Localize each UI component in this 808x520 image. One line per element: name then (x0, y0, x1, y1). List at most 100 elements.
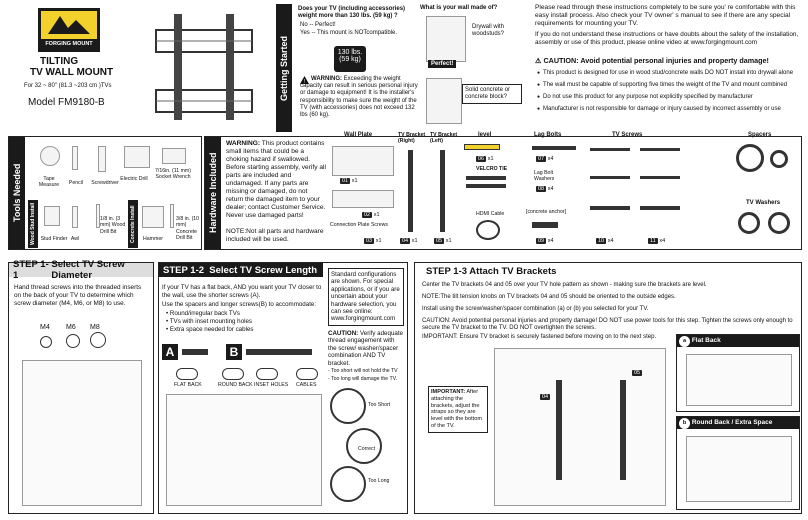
round-back-panel (676, 416, 800, 510)
bracket-05-label: 05 (632, 370, 643, 376)
concrete-anchor-label: [concrete anchor] (526, 209, 567, 215)
step12-header: STEP 1-2 Select TV Screw Length (159, 263, 323, 277)
brand-logo: FORGING MOUNT (38, 8, 100, 52)
step12-long-line: - Too long will damage the TV. (328, 376, 398, 382)
hammer-icon (142, 206, 164, 228)
tv-screw-drawing-6 (640, 206, 680, 210)
round-back-label: ROUND BACK (218, 382, 253, 388)
tv-screw-drawing-4 (640, 176, 680, 179)
step13-callout: IMPORTANT: After attaching the brackets,… (428, 386, 488, 433)
hw-09: 09 x4 (536, 238, 554, 244)
wall-perfect-badge: Perfect! (428, 60, 457, 68)
hardware-note: NOTE:Not all parts and hardware included… (226, 228, 324, 243)
step13-caution: CAUTION: Avoid potential personal injuri… (422, 318, 793, 332)
wall-drywall-label: Drywall with woodstuds? (472, 24, 505, 38)
mount-illustration (146, 10, 266, 125)
hw-11: 11 x4 (648, 238, 666, 244)
tool-awl: Awl (70, 236, 80, 242)
step13-header: STEP 1-3 Attach TV Brackets (426, 265, 557, 277)
screw-b-badge: B (226, 344, 242, 360)
concrete-drill-bit-icon (170, 204, 174, 228)
screw-hole-m8-icon (90, 332, 106, 348)
step12-standard: Standard configurations are shown. For s… (328, 268, 404, 326)
step12-bullet-1: • Round/irregular back TVs (166, 310, 240, 317)
product-model: Model FM9180-B (28, 97, 105, 108)
flat-back-label: FLAT BACK (174, 382, 202, 388)
weight-question-1: Does your TV (including accessories) (298, 6, 406, 12)
tv-screws-label: TV Screws (612, 132, 643, 138)
too-short-label: Too Short (368, 402, 391, 408)
screw-hole-m6-icon (66, 334, 80, 348)
step11-header: STEP 1-1 Select TV Screw Diameter (9, 259, 153, 281)
flat-back-panel (676, 334, 800, 412)
tv-bracket-right-drawing (408, 150, 413, 232)
screw-hole-m4-icon (40, 336, 52, 348)
tools-panel (8, 136, 202, 250)
tv-screw-drawing-3 (590, 176, 630, 179)
hdmi-label: HDMI Cable (476, 211, 505, 217)
step11-subtitle: Select TV Screw Diameter (51, 259, 125, 281)
step11-panel (8, 262, 154, 514)
round-back-icon (222, 368, 244, 380)
tv-washers-label: TV Washers (746, 200, 781, 206)
tool-concrete-drill-bit: 3/8 in. (10 mm) Concrete Drill Bit (176, 216, 200, 242)
step12-bullet-2: • TVs with inset mounting holes (166, 318, 252, 325)
wall-concrete-label: Solid concrete or concrete block? (462, 84, 522, 105)
concrete-band: Concrete Install (128, 200, 138, 248)
caution-title-text: CAUTION: Avoid potential personal injuri… (543, 56, 769, 65)
tool-stud-finder: Stud Finder (40, 236, 68, 242)
logo-icon (38, 8, 100, 52)
lag-bolt-drawing (532, 146, 576, 150)
hdmi-drawing (476, 220, 500, 240)
flat-back-title: Flat Back (691, 337, 721, 344)
caution-bullet-3: Do not use this product for any purpose … (537, 94, 805, 101)
hw-07: 07 x4 (536, 156, 554, 162)
hw-02: 02 x1 (362, 212, 380, 218)
product-size-range: For 32 ~ 80" (81.3 ~203 cm )TVs (24, 83, 112, 89)
step12-caution-text: Verify adequate thread engagement with t… (328, 330, 403, 367)
flat-back-icon (176, 368, 198, 380)
hardware-warning-text: This product contains small items that c… (226, 140, 326, 219)
hardware-panel (204, 136, 802, 250)
tv-screw-drawing-5 (590, 206, 630, 210)
tv-bracket-left-label: TV Bracket (Left) (430, 132, 458, 145)
weight-question-2: weight more than 130 lbs. (59 kg) ? (298, 13, 398, 19)
step13-line1: Center the TV brackets 04 and 05 over yo… (422, 282, 707, 288)
step13-important: IMPORTANT: Ensure TV bracket is securely… (422, 334, 657, 340)
step12-caution: CAUTION: Verify adequate thread engageme… (328, 330, 404, 367)
inset-holes-label: INSET HOLES (254, 382, 289, 388)
drill-icon (124, 146, 150, 168)
level-drawing (464, 144, 500, 150)
wall-drywall-illustration (426, 16, 466, 62)
caution-bullet-4: Manufacturer is not responsible for dama… (537, 106, 805, 113)
caution-icon: ⚠ (535, 56, 544, 65)
flat-back-header: a Flat Back (677, 335, 799, 347)
round-back-header: b Round Back / Extra Space (677, 417, 799, 429)
correct-drawing (346, 428, 382, 464)
step13-line2: Install using the screw/washer/spacer co… (422, 306, 649, 312)
svg-text:!: ! (304, 79, 305, 84)
too-long-label: Too Long (368, 478, 390, 484)
flat-back-assembly (686, 354, 792, 406)
please-read-help: If you do not understand these instructi… (535, 31, 799, 46)
velcro-drawing-2 (466, 184, 506, 188)
wall-question: What is your wall made of? (420, 5, 498, 11)
step13-panel (414, 262, 802, 514)
inset-holes-icon (256, 368, 278, 380)
step11-illustration (22, 360, 142, 506)
awl-icon (72, 206, 78, 228)
velcro-drawing (466, 176, 506, 180)
step13-callout-title: IMPORTANT: (431, 389, 466, 395)
caution-title: ⚠ CAUTION: Avoid potential personal inju… (535, 56, 769, 65)
hw-01: 01 x1 (340, 178, 358, 184)
screw-a-badge: A (162, 344, 178, 360)
tool-pencil: Pencil (68, 180, 84, 186)
weight-badge-kg: (59 kg) (339, 56, 361, 63)
wood-drill-bit-icon (96, 204, 100, 228)
spacer-drawing-2 (770, 150, 788, 168)
connection-plate-drawing (332, 190, 394, 208)
step12-short-line: - Too short will not hold the TV (328, 368, 398, 374)
lag-bolts-label: Lag Bolts (534, 132, 562, 138)
hw-10: 10 x4 (596, 238, 614, 244)
socket-wrench-icon (162, 148, 186, 164)
